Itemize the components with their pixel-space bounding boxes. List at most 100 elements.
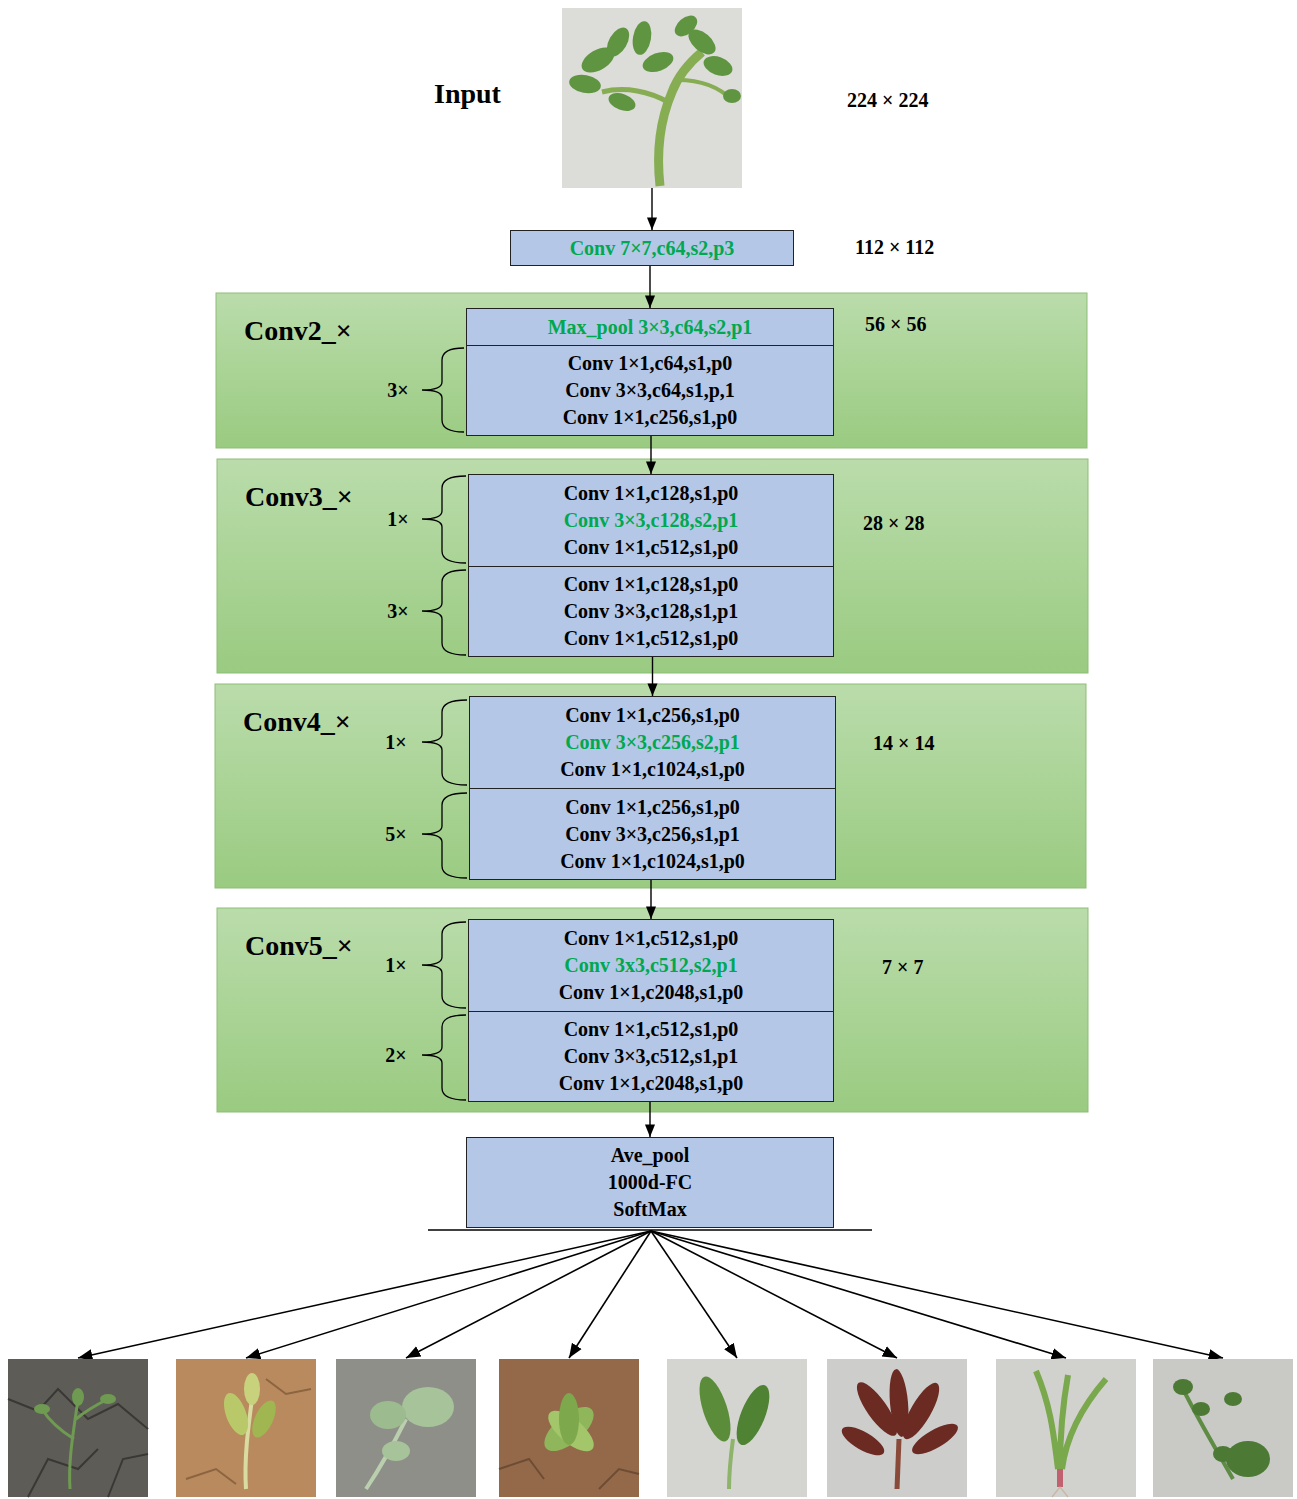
leaf — [559, 1393, 579, 1445]
plant-stem — [729, 1439, 733, 1489]
input-label: Input — [434, 78, 501, 110]
layer-text: Conv 3×3,c256,s2,p1 — [565, 729, 740, 756]
layer-box: Max_pool 3×3,c64,s2,p1 — [466, 308, 834, 346]
layer-text: Conv 1×1,c64,s1,p0 — [568, 350, 733, 377]
output-arrow — [78, 1231, 651, 1358]
feature-size: 112 × 112 — [855, 234, 934, 260]
leaf — [402, 1387, 454, 1427]
layer-text: Conv 1×1,c128,s1,p0 — [564, 480, 739, 507]
layer-box: Ave_pool1000d-FCSoftMax — [466, 1137, 834, 1228]
output-arrow — [246, 1231, 651, 1358]
repeat-count: 2× — [385, 1042, 406, 1068]
flow-arrow — [651, 188, 652, 230]
layer-text: Conv 1×1,c2048,s1,p0 — [559, 979, 744, 1006]
feature-size: 56 × 56 — [865, 311, 926, 337]
soil-crack — [8, 1389, 148, 1497]
plant-root — [1052, 1487, 1068, 1497]
flow-arrow — [649, 1102, 650, 1137]
layer-text: Conv 3x3,c512,s2,p1 — [564, 952, 737, 979]
output-photo — [499, 1359, 639, 1497]
leaf — [671, 12, 701, 41]
layer-text: Conv 7×7,c64,s2,p3 — [570, 235, 735, 262]
soil-crack — [499, 1459, 639, 1489]
repeat-count: 1× — [387, 506, 408, 532]
layer-text: Max_pool 3×3,c64,s2,p1 — [548, 314, 753, 341]
stage-label: Conv5_× — [245, 930, 353, 962]
feature-size: 28 × 28 — [863, 510, 924, 536]
leaf — [72, 1388, 84, 1406]
layer-text: Conv 1×1,c1024,s1,p0 — [560, 756, 745, 783]
output-photo — [336, 1359, 476, 1497]
stage-band: Conv4_×Conv 1×1,c256,s1,p0Conv 3×3,c256,… — [215, 684, 1086, 888]
leaf — [1224, 1392, 1242, 1406]
output-photo — [8, 1359, 148, 1497]
feature-size: 14 × 14 — [873, 730, 934, 756]
layer-box: Conv 1×1,c64,s1,p0Conv 3×3,c64,s1,p,1Con… — [466, 345, 834, 436]
layer-box: Conv 1×1,c512,s1,p0Conv 3×3,c512,s1,p1Co… — [468, 1011, 834, 1102]
repeat-count: 3× — [387, 598, 408, 624]
layer-text: Conv 1×1,c512,s1,p0 — [564, 534, 739, 561]
leaf — [1213, 1446, 1233, 1462]
leaf — [908, 1418, 962, 1460]
plant-root — [1057, 1469, 1063, 1487]
curly-bracket — [422, 476, 466, 563]
leaf — [701, 52, 735, 79]
leaf — [100, 1394, 116, 1404]
stage-band — [215, 684, 1086, 888]
photo-ground — [336, 1359, 476, 1497]
stage-label: Conv2_× — [244, 315, 352, 347]
repeat-count: 3× — [387, 377, 408, 403]
layer-box: Conv 1×1,c256,s1,p0Conv 3×3,c256,s1,p1Co… — [469, 788, 836, 880]
layer-text: Conv 3×3,c256,s1,p1 — [565, 821, 740, 848]
output-arrow — [406, 1231, 651, 1358]
leaf — [838, 1421, 889, 1461]
input-image: Input — [562, 8, 742, 188]
output-arrow — [651, 1231, 1066, 1358]
plant-stem — [897, 1439, 899, 1489]
curly-bracket — [422, 700, 467, 785]
layer-text: Conv 1×1,c512,s1,p0 — [564, 625, 739, 652]
curly-bracket — [422, 348, 464, 432]
stage-band: Conv5_× Conv 1×1,c512,s1,p0 Conv 3x3,c512,… — [217, 908, 1088, 1112]
leaf — [693, 1373, 737, 1445]
layer-text: 1000d-FC — [608, 1169, 692, 1196]
layer-text: Conv 3×3,c128,s2,p1 — [564, 507, 739, 534]
input-photo — [562, 8, 742, 188]
leaf — [244, 1373, 260, 1405]
layer-box: Conv 1×1,c256,s1,p0Conv 3×3,c256,s2,p1Co… — [469, 696, 836, 789]
photo-ground — [1153, 1359, 1293, 1497]
repeat-count: 1× — [385, 952, 406, 978]
stage-label: Conv4_× — [243, 706, 351, 738]
layer-text: Conv 3×3,c512,s1,p1 — [564, 1043, 739, 1070]
leaf — [606, 90, 638, 115]
flow-arrow — [650, 880, 651, 919]
leaf — [34, 1404, 50, 1414]
output-photo — [996, 1359, 1136, 1497]
photo-ground — [176, 1359, 316, 1497]
output-photo — [1153, 1359, 1293, 1497]
layer-box: Conv 7×7,c64,s2,p3 — [510, 230, 794, 266]
stage-label: Conv3_× — [245, 481, 353, 513]
curly-bracket — [422, 570, 466, 655]
flow-arrow — [649, 266, 650, 308]
photo-ground — [499, 1359, 639, 1497]
stage-band: Conv2_× Max_pool 3×3,c64,s2,p1Conv 1×1,c6… — [216, 293, 1087, 448]
layer-box: Conv 1×1,c128,s1,p0Conv 3×3,c128,s2,p1Co… — [468, 474, 834, 567]
output-arrow — [651, 1231, 737, 1358]
plant-illustration — [568, 12, 741, 186]
stage-band: Conv3_×Conv 1×1,c128,s1,p0Conv 3×3,c128,… — [217, 459, 1088, 673]
leaf — [568, 72, 603, 95]
plant-stem — [245, 1399, 252, 1489]
layer-text: Conv 1×1,c256,s1,p0 — [565, 702, 740, 729]
curly-bracket — [422, 793, 467, 878]
output-photo — [176, 1359, 316, 1497]
layer-text: Conv 3×3,c128,s1,p1 — [564, 598, 739, 625]
stage-band — [216, 293, 1087, 448]
leaf — [640, 48, 676, 76]
output-photo — [667, 1359, 807, 1497]
flow-arrow — [652, 657, 653, 696]
layer-text: Conv 1×1,c1024,s1,p0 — [560, 848, 745, 875]
leaf — [382, 1441, 410, 1461]
layer-text: Conv 1×1,c512,s1,p0 — [564, 1016, 739, 1043]
